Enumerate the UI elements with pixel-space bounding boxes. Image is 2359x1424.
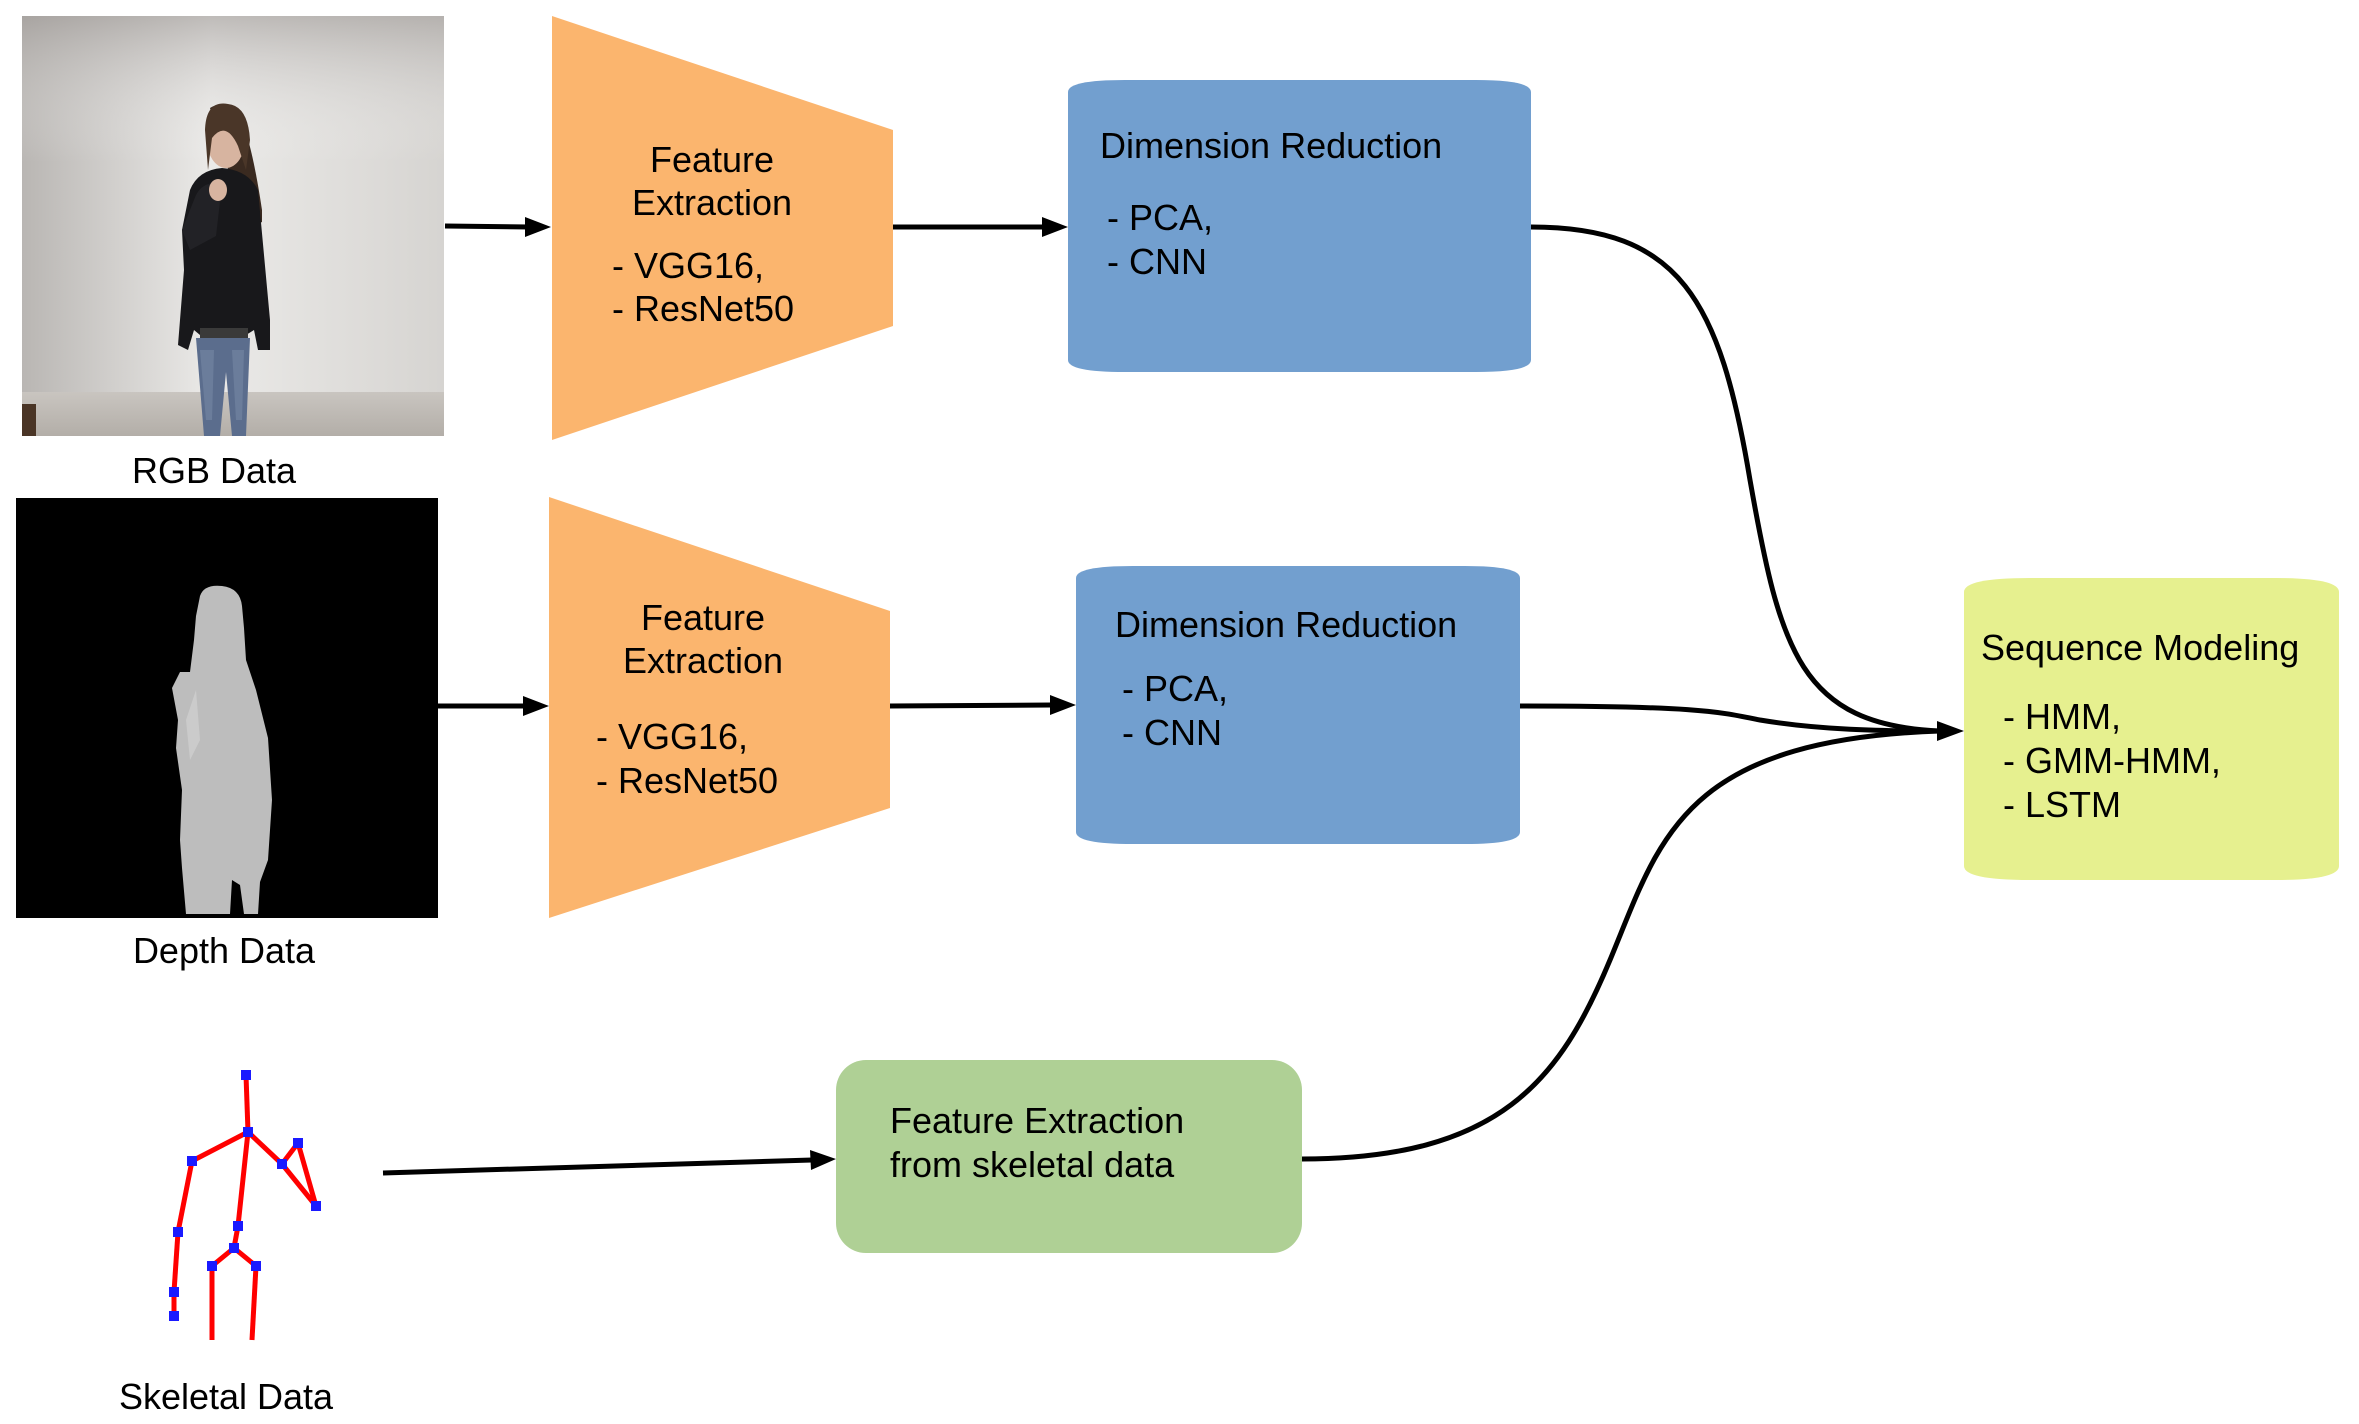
arrowhead-rgb-to-feature [525, 217, 551, 237]
feature-extraction-rgb-item-2: - ResNet50 [612, 288, 794, 329]
dimension-reduction-depth-title: Dimension Reduction [1115, 604, 1457, 645]
feature-extraction-skeletal-line-2: from skeletal data [890, 1144, 1175, 1185]
depth-silhouette [172, 585, 272, 914]
curve-skeletal-to-sequence [1301, 728, 1941, 1162]
dimension-reduction-rgb-title: Dimension Reduction [1100, 125, 1442, 166]
person-figure [178, 103, 270, 436]
feature-extraction-depth-title-1: Feature [641, 597, 765, 638]
curve-dimred-depth-to-sequence [1519, 703, 1941, 734]
feature-extraction-depth-shape [549, 497, 890, 918]
dimension-reduction-depth-item-1: - PCA, [1122, 668, 1228, 709]
arrow-skeleton-to-feature [382, 1157, 813, 1176]
arrow-rgb-to-feature [444, 223, 531, 230]
rgb-image [22, 16, 444, 436]
feature-extraction-rgb-title-1: Feature [650, 139, 774, 180]
feature-extraction-rgb-title-2: Extraction [632, 182, 792, 223]
sequence-modeling-item-2: - GMM-HMM, [2003, 740, 2221, 781]
sequence-modeling-item-1: - HMM, [2003, 696, 2121, 737]
depth-image [16, 498, 438, 918]
dimension-reduction-rgb-item-2: - CNN [1107, 241, 1207, 282]
skeleton-joints [169, 1070, 321, 1321]
feature-extraction-depth-title-2: Extraction [623, 640, 783, 681]
feature-extraction-depth-item-1: - VGG16, [596, 716, 748, 757]
feature-extraction-skeletal-shape [836, 1060, 1302, 1253]
arrowhead-depth-to-feature [523, 696, 549, 716]
rgb-data-caption: RGB Data [132, 450, 297, 491]
arrowhead-skeleton-to-feature [810, 1150, 836, 1170]
feature-extraction-rgb-shape [552, 16, 893, 440]
arrowhead-feature-to-dimred-depth [1050, 695, 1076, 715]
arrowhead-feature-to-dimred-rgb [1042, 217, 1068, 237]
dimension-reduction-depth-shape [1076, 566, 1520, 844]
dimension-reduction-depth-item-2: - CNN [1122, 712, 1222, 753]
dimension-reduction-rgb-item-1: - PCA, [1107, 197, 1213, 238]
feature-extraction-rgb-item-1: - VGG16, [612, 245, 764, 286]
arrowhead-to-sequence [1937, 721, 1964, 741]
dimension-reduction-rgb-shape [1068, 80, 1531, 372]
arrow-feature-to-dimred-depth [889, 702, 1053, 709]
curve-dimred-rgb-to-sequence [1530, 224, 1941, 734]
feature-extraction-skeletal-line-1: Feature Extraction [890, 1100, 1184, 1141]
depth-data-caption: Depth Data [133, 930, 316, 971]
sequence-modeling-title: Sequence Modeling [1981, 627, 2299, 668]
skeleton-figure [171, 1074, 319, 1341]
feature-extraction-depth-item-2: - ResNet50 [596, 760, 778, 801]
skeletal-data-caption: Skeletal Data [119, 1376, 334, 1417]
sequence-modeling-item-3: - LSTM [2003, 784, 2121, 825]
sequence-modeling-shape [1964, 578, 2339, 880]
